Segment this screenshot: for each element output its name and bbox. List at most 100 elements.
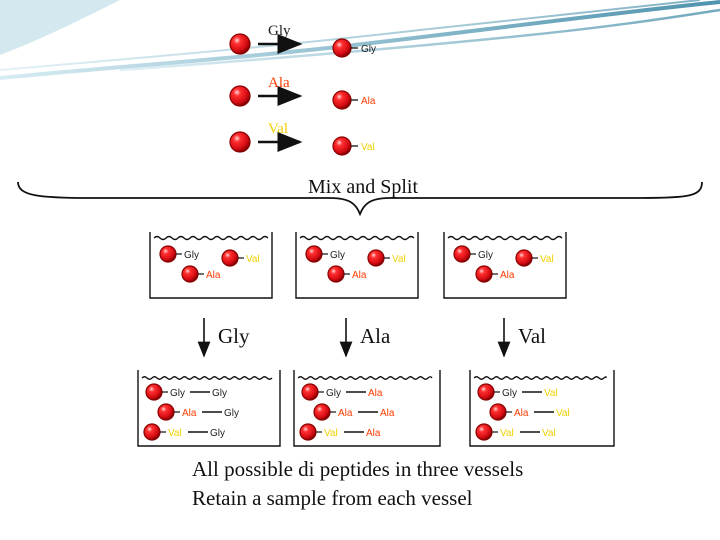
first-residue-label: Gly <box>170 388 185 399</box>
amino-acid-label: Gly <box>184 250 199 261</box>
resin-bead <box>475 265 493 283</box>
reagent-label: Val <box>268 121 288 137</box>
dipeptide-ala-gly: Ala Gly <box>157 403 239 421</box>
caption-line-2: Retain a sample from each vessel <box>192 486 473 510</box>
resin-bead <box>157 403 175 421</box>
resin-bead-product <box>332 136 352 156</box>
amino-acid-label: Ala <box>500 270 515 281</box>
vessel-outline <box>469 370 615 447</box>
resin-bead <box>327 265 345 283</box>
second-residue-label: Val <box>542 428 556 439</box>
first-residue-label: Val <box>324 428 338 439</box>
vessel-outline <box>149 232 273 299</box>
resin-bead <box>221 249 239 267</box>
second-residue-label: Gly <box>210 428 225 439</box>
coupling-amino-acid-label: Ala <box>360 324 391 348</box>
resin-bead <box>301 383 319 401</box>
solvent-surface <box>447 235 563 241</box>
coupling-ala: Ala <box>339 318 391 358</box>
amino-acid-label: Val <box>246 254 260 265</box>
second-residue-label: Ala <box>366 428 381 439</box>
dipeptide-ala-val: Ala Val <box>489 403 570 421</box>
amino-acid-label: Val <box>540 254 554 265</box>
vessel-outline <box>293 370 441 447</box>
dipeptide-val-val: Val Val <box>475 423 556 441</box>
second-residue-label: Gly <box>224 408 239 419</box>
first-residue-label: Val <box>168 428 182 439</box>
reagent-label: Ala <box>268 75 290 91</box>
amino-acid-label: Gly <box>330 250 345 261</box>
second-coupling-arrows: Gly Ala Val <box>197 318 546 358</box>
dipeptide-gly-val: Gly Val <box>477 383 558 401</box>
solvent-surface <box>153 235 269 241</box>
reagent-label: Gly <box>268 23 291 39</box>
resin-bead <box>367 249 385 267</box>
resin-bead <box>489 403 507 421</box>
product-label: Val <box>361 142 375 153</box>
vessel-outline <box>295 232 419 299</box>
solvent-surface <box>297 376 433 380</box>
second-residue-label: Ala <box>368 388 383 399</box>
resin-bead <box>299 423 317 441</box>
first-residue-label: Ala <box>182 408 197 419</box>
second-residue-label: Gly <box>212 388 227 399</box>
resin-bead <box>477 383 495 401</box>
amino-acid-label: Gly <box>478 250 493 261</box>
header-swoosh <box>0 0 720 80</box>
first-residue-label: Ala <box>338 408 353 419</box>
first-residue-label: Ala <box>514 408 529 419</box>
second-residue-label: Val <box>544 388 558 399</box>
coupling-amino-acid-label: Gly <box>218 324 250 348</box>
second-residue-label: Val <box>556 408 570 419</box>
solvent-surface <box>141 376 273 380</box>
first-residue-label: Val <box>500 428 514 439</box>
resin-bead-start <box>229 33 251 55</box>
mix-split-label: Mix and Split <box>308 176 418 198</box>
solvent-surface <box>473 376 607 380</box>
second-residue-label: Ala <box>380 408 395 419</box>
resin-bead <box>305 245 323 263</box>
resin-bead <box>453 245 471 263</box>
dipeptide-gly-gly: Gly Gly <box>145 383 227 401</box>
amino-acid-label: Ala <box>206 270 221 281</box>
product-label: Gly <box>361 44 376 55</box>
amino-acid-label: Ala <box>352 270 367 281</box>
first-residue-label: Gly <box>326 388 341 399</box>
dipeptide-val-ala: Val Ala <box>299 423 381 441</box>
resin-bead-start <box>229 85 251 107</box>
dipeptide-gly-ala: Gly Ala <box>301 383 383 401</box>
first-residue-label: Gly <box>502 388 517 399</box>
coupling-gly: Gly <box>197 318 250 358</box>
resin-bead <box>515 249 533 267</box>
resin-bead-start <box>229 131 251 153</box>
vessel-outline <box>443 232 567 299</box>
product-label: Ala <box>361 96 376 107</box>
resin-bead-product <box>332 90 352 110</box>
caption-line-1: All possible di peptides in three vessel… <box>192 457 524 481</box>
dipeptide-ala-ala: Ala Ala <box>313 403 395 421</box>
amino-acid-label: Val <box>392 254 406 265</box>
resin-bead <box>145 383 163 401</box>
vessel-outline <box>137 370 281 447</box>
resin-bead <box>313 403 331 421</box>
resin-bead-product <box>332 38 352 58</box>
dipeptide-val-gly: Val Gly <box>143 423 225 441</box>
solvent-surface <box>299 235 415 241</box>
resin-bead <box>181 265 199 283</box>
resin-bead <box>159 245 177 263</box>
mix-split-brace <box>17 181 703 217</box>
resin-bead <box>475 423 493 441</box>
coupling-val: Val <box>497 318 546 358</box>
